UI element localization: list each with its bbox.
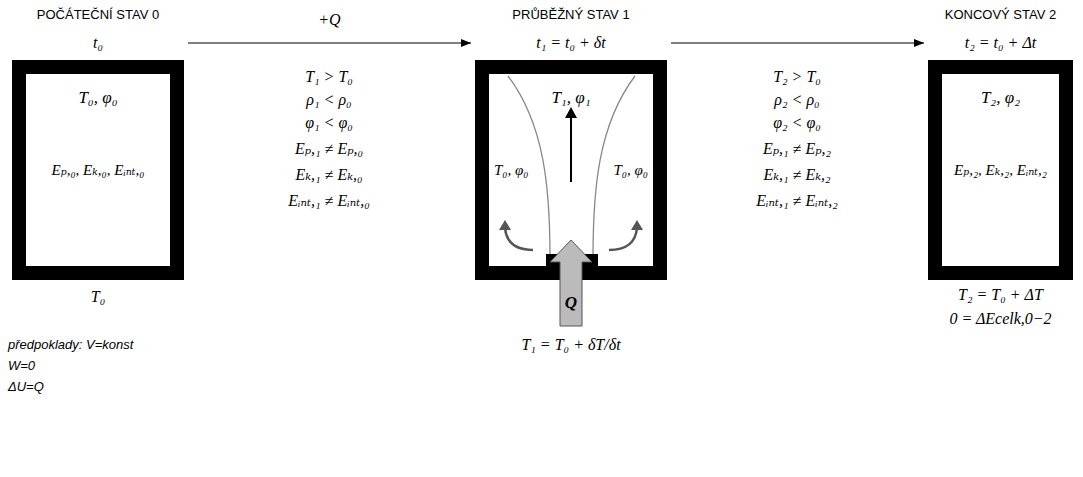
state-chamber: POČÁTEČNÍ STAV 0 t₀ T₀, φ₀ Eₚ,₀, Eₖ,₀, Eᵢₙₜ…	[12, 4, 184, 364]
condition-formula: Eₚ,₁ ≠ Eₚ,₂	[763, 140, 831, 158]
ambient-state: T₀, φ₀	[494, 162, 529, 179]
condition-formula: T₂ > T₀	[773, 68, 821, 86]
plume-line	[593, 76, 635, 258]
condition-formula: φ₂ < φ₀	[773, 114, 821, 132]
energy-terms: Eₚ,₂, Eₖ,₂, Eᵢₙₜ,₂	[954, 162, 1047, 179]
result-formula: 0 = ΔEcelk,0−2	[949, 310, 1051, 328]
time-formula: t₀	[93, 34, 103, 52]
state-heading: KONCOVÝ STAV 2	[945, 8, 1057, 23]
condition-formula: Eₚ,₁ ≠ Eₚ,₀	[295, 140, 363, 158]
arrow-line	[188, 42, 471, 43]
assumption-note: ΔU=Q	[8, 380, 44, 395]
arrow-head	[461, 39, 471, 47]
state-variables: T₂, φ₂	[981, 88, 1020, 108]
time-formula: t₂ = t₀ + Δt	[965, 34, 1036, 52]
condition-formula: Eᵢₙₜ,₁ ≠ Eᵢₙₜ,₀	[288, 192, 369, 210]
result-formula: T₂ = T₀ + ΔT	[958, 286, 1043, 304]
condition-formula: ρ₁ < ρ₀	[306, 91, 351, 109]
energy-terms: Eₚ,₀, Eₖ,₀, Eᵢₙₜ,₀	[51, 162, 144, 179]
assumption-note: předpoklady: V=konst	[8, 338, 133, 353]
condition-formula: Eᵢₙₜ,₁ ≠ Eᵢₙₜ,₂	[756, 192, 837, 210]
time-formula: t₁ = t₀ + δt	[536, 34, 606, 52]
condition-formula: Eₖ,₁ ≠ Eₖ,₀	[295, 166, 362, 184]
state-variables: T₁, φ₁	[551, 88, 590, 108]
circulation-arrow	[505, 228, 533, 250]
process-arrow	[188, 39, 471, 47]
assumption-note: W=0	[8, 359, 35, 374]
condition-formula: T₁ > T₀	[305, 68, 353, 86]
state-heading: PRŮBĚŽNÝ STAV 1	[512, 8, 629, 23]
condition-formula: Eₖ,₁ ≠ Eₖ,₂	[763, 166, 830, 184]
state-heading: POČÁTEČNÍ STAV 0	[37, 8, 159, 23]
circulation-head	[499, 220, 511, 230]
circulation-head	[631, 220, 643, 230]
condition-formula: ρ₂ < ρ₀	[774, 91, 819, 109]
state-chamber: KONCOVÝ STAV 2 t₂ = t₀ + Δt T₂, φ₂ Eₚ,₂, Eₖ…	[928, 4, 1073, 364]
rising-flow-arrow	[570, 116, 572, 182]
arrow-line	[671, 42, 924, 43]
circulation-arrow	[609, 228, 637, 250]
rising-flow-head	[565, 107, 577, 118]
state-variables: T₀, φ₀	[78, 88, 117, 108]
condition-formula: φ₁ < φ₀	[305, 114, 353, 132]
result-formula: T₀	[91, 288, 105, 306]
heat-symbol-label: Q	[565, 293, 577, 313]
process-arrow	[671, 39, 924, 47]
plume-line	[508, 76, 550, 258]
result-formula: T₁ = T₀ + δT/δt	[521, 336, 620, 354]
ambient-state: T₀, φ₀	[613, 162, 648, 179]
arrow-head	[914, 39, 924, 47]
heat-flow-arrow	[550, 240, 592, 326]
edge-label: +Q	[316, 11, 342, 29]
